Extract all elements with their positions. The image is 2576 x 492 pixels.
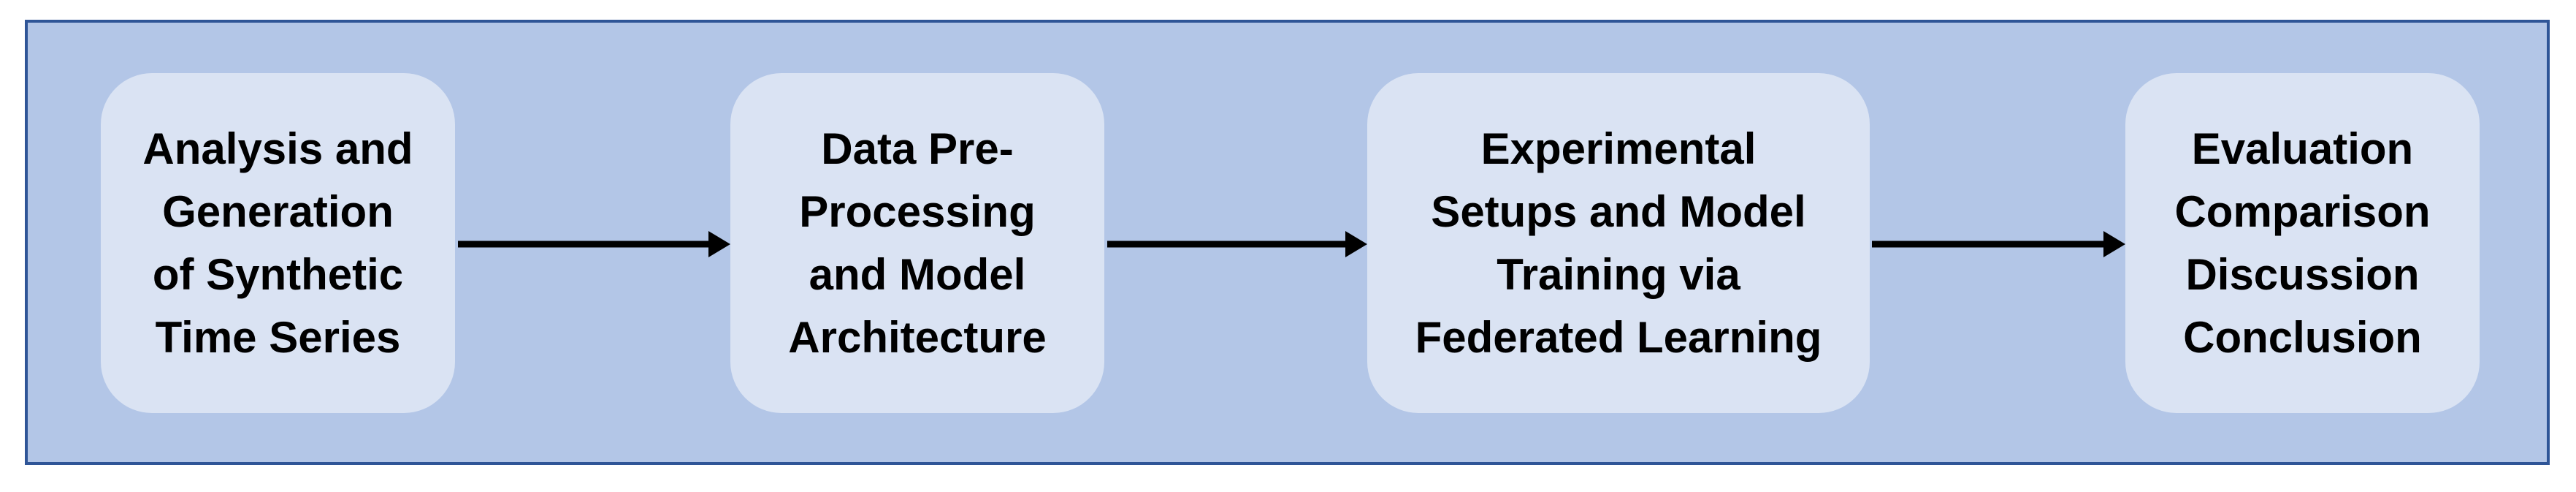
step-4-line-1: Evaluation	[2191, 124, 2414, 173]
step-2-line-3: and Model	[809, 249, 1026, 299]
step-evaluation-conclusion: Evaluation Comparison Discussion Conclus…	[2125, 73, 2480, 413]
step-4-line-2: Comparison	[2174, 186, 2431, 236]
step-3-label: Experimental Setups and Model Training v…	[1415, 118, 1822, 369]
step-1-line-3: of Synthetic	[152, 249, 404, 299]
step-experimental-training: Experimental Setups and Model Training v…	[1367, 73, 1870, 413]
step-1-label: Analysis and Generation of Synthetic Tim…	[142, 118, 413, 369]
step-analysis-generation: Analysis and Generation of Synthetic Tim…	[101, 73, 455, 413]
step-4-label: Evaluation Comparison Discussion Conclus…	[2174, 118, 2430, 369]
step-3-line-2: Setups and Model	[1431, 186, 1806, 236]
step-1-line-4: Time Series	[155, 312, 401, 362]
step-1-line-2: Generation	[162, 186, 394, 236]
step-4-line-4: Conclusion	[2183, 312, 2422, 362]
step-4-line-3: Discussion	[2185, 249, 2420, 299]
step-1-line-1: Analysis and	[142, 124, 413, 173]
step-2-line-2: Processing	[799, 186, 1036, 236]
step-3-line-4: Federated Learning	[1415, 312, 1822, 362]
step-2-line-4: Architecture	[788, 312, 1047, 362]
step-preprocessing-architecture: Data Pre- Processing and Model Architect…	[730, 73, 1104, 413]
step-2-line-1: Data Pre-	[821, 124, 1014, 173]
step-3-line-3: Training via	[1497, 249, 1740, 299]
step-3-line-1: Experimental	[1480, 124, 1757, 173]
step-2-label: Data Pre- Processing and Model Architect…	[788, 118, 1046, 369]
